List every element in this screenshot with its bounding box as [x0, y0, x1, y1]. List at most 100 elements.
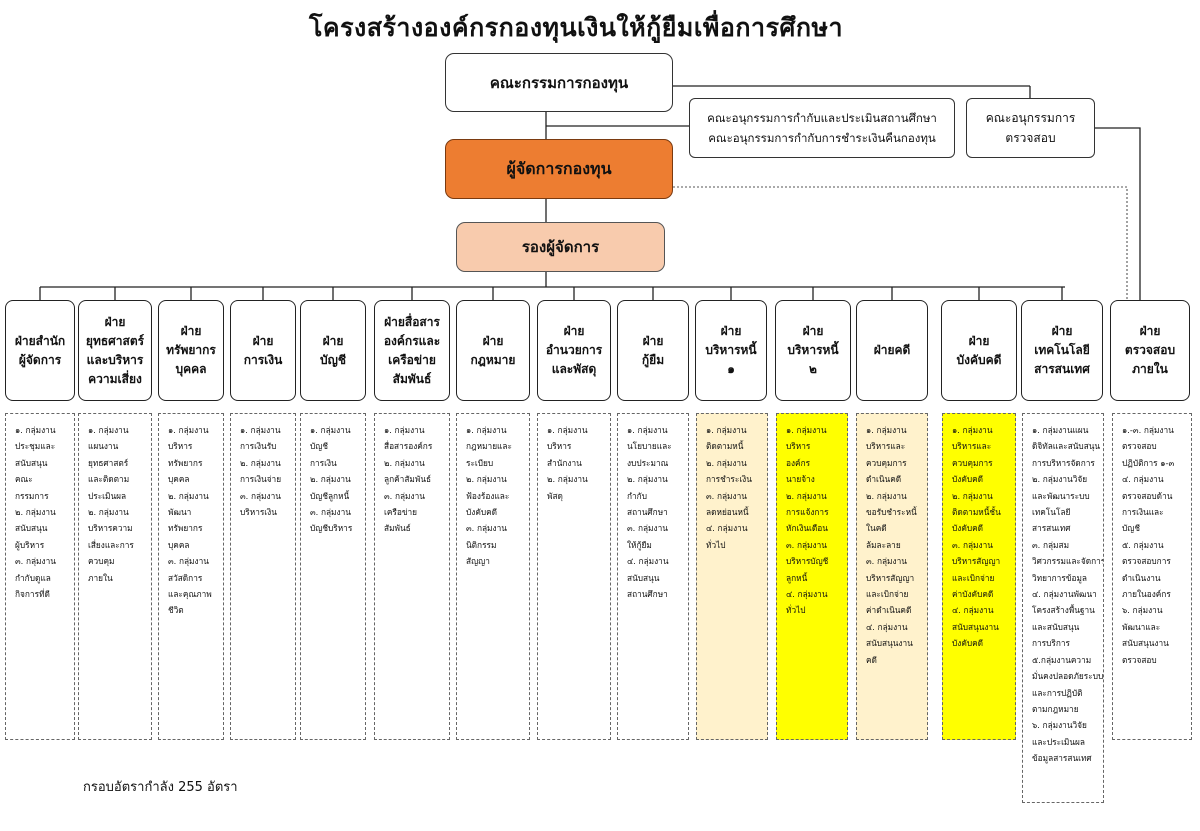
task-line: สำนักงาน: [547, 457, 582, 468]
task-line: ๔. กลุ่มงานพัฒนา: [1032, 589, 1097, 600]
task-line: ๕.กลุ่มงานความ: [1032, 654, 1092, 665]
subcommittee-2: คณะอนุกรรมการกำกับการชำระเงินคืนกองทุน: [708, 131, 936, 145]
department-name-line: เทคโนโลยี: [1034, 343, 1090, 357]
task-line: ๒. กลุ่มงาน: [706, 457, 747, 468]
department-name-line: ฝ่าย: [968, 333, 990, 348]
department-box: ฝ่ายทรัพยากรบุคคล: [158, 300, 224, 401]
task-line: ทรัพยากร: [168, 523, 203, 534]
department-task-list: ๑. กลุ่มงานบริหารองค์กรนายจ้าง๒. กลุ่มงา…: [776, 413, 848, 740]
task-line: ๓. กลุ่มสม: [1032, 539, 1070, 550]
task-line: และเบิกจ่าย: [866, 589, 909, 600]
task-line: นโยบายและ: [627, 441, 672, 452]
task-line: ชีวิต: [168, 605, 184, 616]
department-name-line: ฝ่าย: [180, 324, 202, 338]
department-box: ฝ่ายกู้ยืม: [617, 300, 689, 401]
department-name-line: ฝ่ายสื่อสาร: [384, 314, 440, 329]
department-task-list: ๑. กลุ่มงานแผนดิจิทัลและสนับสนุนการบริหา…: [1022, 413, 1104, 803]
board-committee-box: คณะกรรมการกองทุน: [445, 53, 673, 112]
task-line: แผนงาน: [88, 441, 119, 452]
task-line: ระเบียบ: [466, 457, 494, 468]
task-line: ผู้บริหาร: [15, 539, 45, 550]
department-box: ฝ่ายสำนักผู้จัดการ: [5, 300, 75, 401]
task-line: ๒. กลุ่มงาน: [627, 474, 668, 485]
department-box: ฝ่ายตรวจสอบภายใน: [1110, 300, 1190, 401]
task-line: ๔. กลุ่มงาน: [706, 523, 748, 534]
department-task-list: ๑. กลุ่มงานประชุมและสนับสนุนคณะกรรมการ๒.…: [5, 413, 75, 740]
task-line: สนับสนุนงาน: [952, 621, 999, 632]
task-line: บัญชีลูกหนี้: [310, 490, 350, 501]
department-box: ฝ่ายบริหารหนี้๑: [695, 300, 767, 401]
task-line: ๑. กลุ่มงาน: [866, 425, 907, 435]
department-task-list: ๑. กลุ่มงานบริหารสำนักงาน๒. กลุ่มงานพัสด…: [537, 413, 611, 740]
department-name-line: ฝ่าย: [802, 324, 824, 338]
task-line: ให้กู้ยืม: [627, 539, 652, 550]
task-line: ๔. กลุ่มงาน: [786, 589, 828, 600]
task-line: ๒. กลุ่มงาน: [88, 507, 129, 518]
department-task-list: ๑. กลุ่มงานแผนงานยุทธศาสตร์และติดตามประเ…: [78, 413, 152, 740]
task-line: ๑.-๓. กลุ่มงาน: [1122, 425, 1174, 435]
task-line: บุคคล: [168, 539, 190, 550]
task-line: ๒. กลุ่มงานวิจัย: [1032, 474, 1088, 485]
task-line: การเงินจ่าย: [240, 474, 282, 485]
department-name-line: ความเสี่ยง: [88, 371, 142, 386]
task-line: ควบคุมการ: [866, 457, 907, 468]
task-line: การแจ้งการ: [786, 507, 829, 518]
task-line: ๒. กลุ่มงาน: [547, 474, 588, 485]
department-task-list: ๑.-๓. กลุ่มงานตรวจสอบปฏิบัติการ ๑-๓๔. กล…: [1112, 413, 1192, 740]
task-line: ๓. กลุ่มงาน: [310, 507, 351, 518]
staffing-footer: กรอบอัตรากำลัง 255 อัตรา: [83, 780, 238, 795]
task-line: นิติกรรม: [466, 539, 497, 550]
task-line: การเงินและ: [1122, 507, 1164, 518]
task-line: ๒. กลุ่มงาน: [952, 490, 993, 501]
task-line: วิศวกรรมและจัดการ: [1032, 556, 1104, 567]
department-name-line: ๑: [727, 362, 735, 376]
task-line: นายจ้าง: [786, 474, 815, 485]
task-line: ล้มละลาย: [866, 539, 901, 550]
task-line: มั่นคงปลอดภัยระบบ: [1032, 671, 1104, 682]
department-name-line: บุคคล: [175, 362, 207, 376]
audit-committee-line-2: ตรวจสอบ: [1005, 131, 1056, 145]
task-line: ๓. กลุ่มงาน: [168, 556, 209, 567]
task-line: ตรวจสอบ: [1122, 654, 1157, 665]
audit-committee-line-1: คณะอนุกรรมการ: [985, 111, 1076, 125]
task-line: กรรมการ: [15, 490, 49, 501]
department-name-line: บริหารหนี้: [787, 343, 839, 357]
task-line: ๓. กลุ่มงาน: [384, 490, 425, 501]
task-line: ๔. กลุ่มงาน: [1122, 474, 1164, 485]
task-line: สนับสนุน: [15, 457, 48, 468]
task-line: ๑. กลุ่มงาน: [168, 425, 209, 435]
task-line: ดิจิทัลและสนับสนุน: [1032, 441, 1101, 452]
task-line: ๑. กลุ่มงาน: [240, 425, 281, 435]
task-line: คดี: [866, 654, 877, 665]
department-task-list: ๑. กลุ่มงานบริหารและควบคุมการดำเนินคดี๒.…: [856, 413, 928, 740]
deputy-manager-box: รองผู้จัดการ: [456, 222, 665, 272]
task-line: บริหารและ: [952, 441, 992, 452]
department-name-line: ยุทธศาสตร์: [85, 333, 145, 348]
department-name-line: สัมพันธ์: [392, 371, 432, 386]
task-line: ๓. กลุ่มงาน: [15, 556, 56, 567]
task-line: การบริหารจัดการ: [1032, 457, 1095, 468]
task-line: ประชุมและ: [15, 441, 56, 452]
department-box: ฝ่ายยุทธศาสตร์และบริหารความเสี่ยง: [78, 300, 152, 401]
department-name-line: ฝ่ายคดี: [873, 343, 911, 357]
task-line: บัญชี: [1122, 523, 1140, 534]
task-line: สารสนเทศ: [1032, 523, 1071, 534]
task-line: สัมพันธ์: [384, 523, 411, 534]
task-line: ๑. กลุ่มงาน: [466, 425, 507, 435]
task-line: ติดตามหนี้ชั้น: [952, 507, 1001, 518]
department-box: ฝ่ายกฎหมาย: [456, 300, 530, 401]
task-line: สนับสนุน: [15, 523, 48, 534]
task-line: บุคคล: [168, 474, 190, 485]
department-name-line: ฝ่าย: [720, 324, 742, 338]
department-box: ฝ่ายเทคโนโลยีสารสนเทศ: [1021, 300, 1103, 401]
task-line: ควบคุม: [88, 556, 115, 567]
department-name-line: บริหารหนี้: [705, 343, 757, 357]
task-line: บริหารเงิน: [240, 507, 277, 518]
task-line: บริหาร: [168, 441, 193, 452]
department-name-line: สารสนเทศ: [1034, 362, 1090, 376]
department-name-line: กฎหมาย: [470, 352, 516, 367]
task-line: ๑. กลุ่มงาน: [384, 425, 425, 435]
task-line: ติดตามหนี้: [706, 441, 744, 452]
task-line: สื่อสารองค์กร: [384, 441, 433, 452]
department-name-line: ฝ่าย: [1051, 324, 1073, 338]
